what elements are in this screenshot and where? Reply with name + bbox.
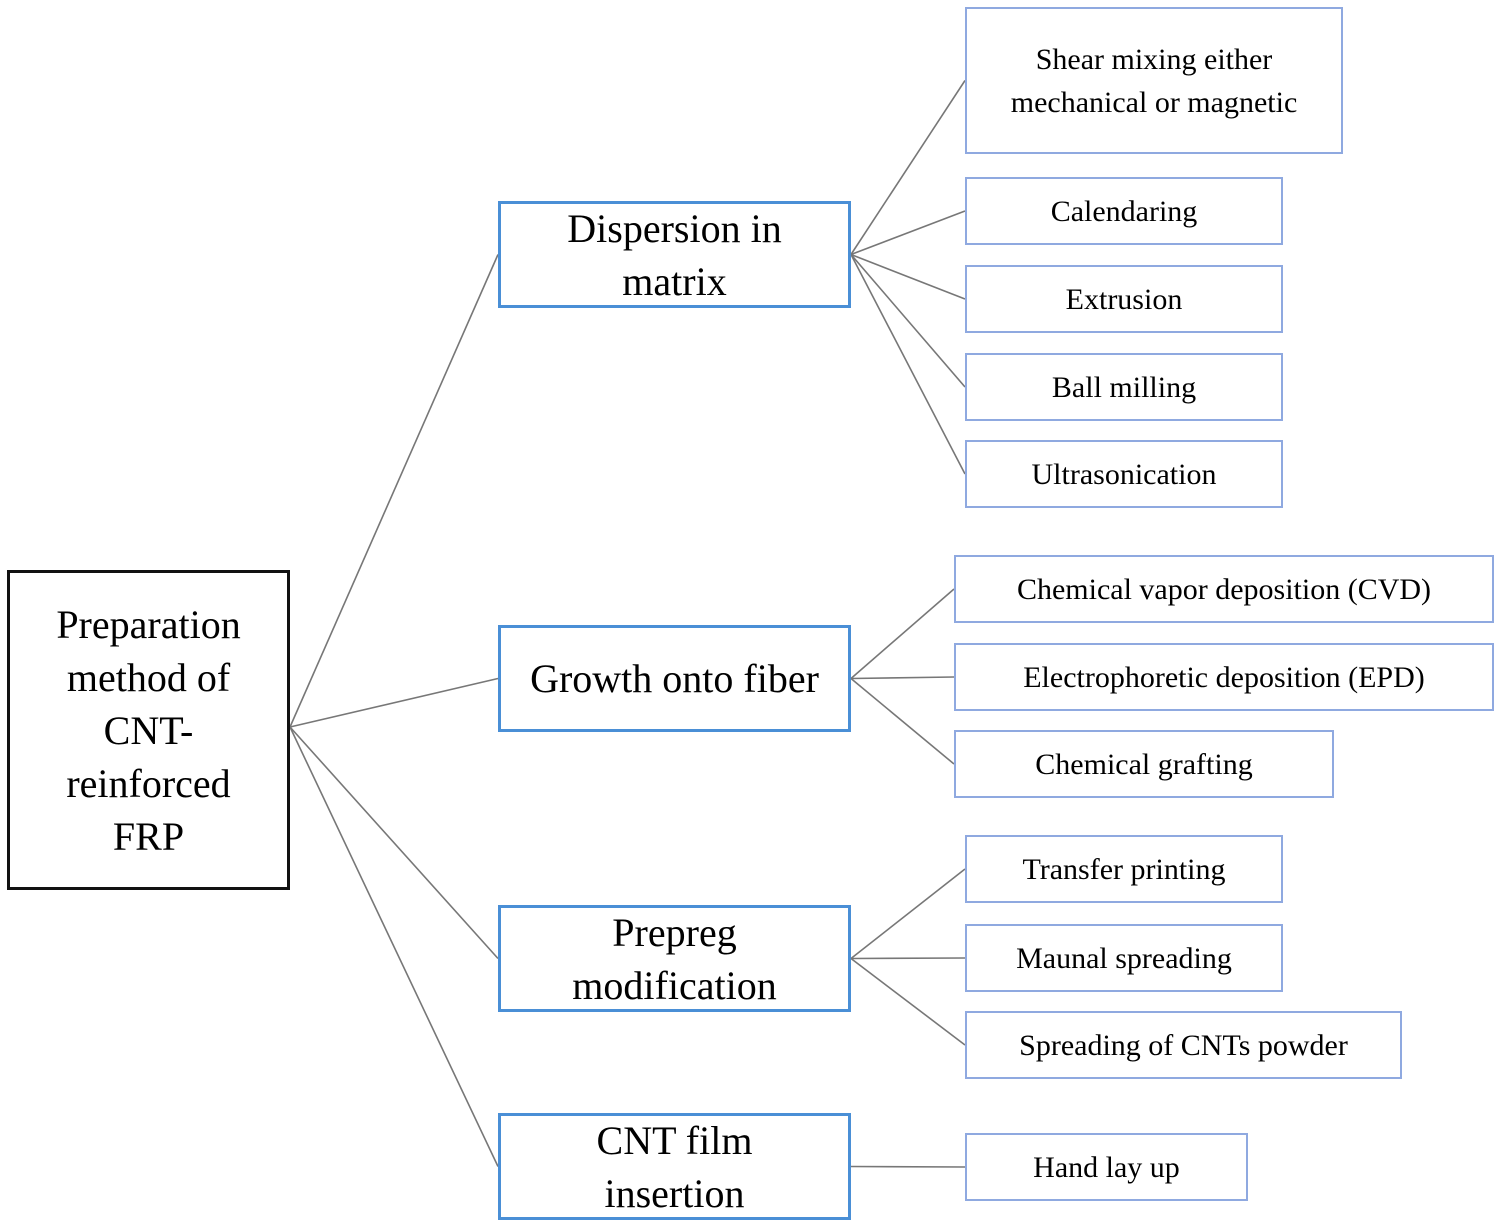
leaf-epd: Electrophoretic deposition (EPD) <box>954 643 1494 711</box>
leaf-label: Chemical vapor deposition (CVD) <box>1016 572 1432 606</box>
connector-category-to-leaf <box>850 254 966 475</box>
connector-root-to-category <box>289 726 499 960</box>
connector-category-to-leaf <box>850 677 955 765</box>
connector-category-to-leaf <box>850 1165 966 1168</box>
leaf-calendaring: Calendaring <box>965 177 1283 245</box>
category-label: CNT film insertion <box>596 1117 753 1216</box>
leaf-spreading-cnts-powder: Spreading of CNTs powder <box>965 1011 1402 1079</box>
category-label: Growth onto fiber <box>530 656 819 701</box>
connector-root-to-category <box>289 254 499 728</box>
category-growth-onto-fiber: Growth onto fiber <box>498 625 851 732</box>
connector-category-to-leaf <box>850 210 966 256</box>
connector-category-to-leaf <box>850 868 966 960</box>
leaf-extrusion: Extrusion <box>965 265 1283 333</box>
connector-root-to-category <box>289 726 499 1167</box>
leaf-shear-mixing: Shear mixing either mechanical or magnet… <box>965 7 1343 154</box>
leaf-manual-spreading: Maunal spreading <box>965 924 1283 992</box>
leaf-label: Shear mixing either mechanical or magnet… <box>1010 42 1298 119</box>
leaf-label: Hand lay up <box>1033 1150 1180 1184</box>
connector-root-to-category <box>289 677 499 728</box>
leaf-label: Transfer printing <box>1022 852 1226 886</box>
leaf-label: Chemical grafting <box>1035 747 1253 781</box>
leaf-ball-milling: Ball milling <box>965 353 1283 421</box>
leaf-ultrasonication: Ultrasonication <box>965 440 1283 508</box>
leaf-label: Maunal spreading <box>1016 941 1232 975</box>
leaf-label: Calendaring <box>1050 194 1198 228</box>
leaf-hand-lay-up: Hand lay up <box>965 1133 1248 1201</box>
category-dispersion-in-matrix: Dispersion in matrix <box>498 201 851 308</box>
connector-category-to-leaf <box>850 253 966 300</box>
connector-category-to-leaf <box>850 957 966 1046</box>
connector-category-to-leaf <box>850 957 966 960</box>
leaf-label: Ball milling <box>1051 370 1197 404</box>
root-node: Preparation method of CNT- reinforced FR… <box>7 570 290 890</box>
leaf-label: Ultrasonication <box>1031 457 1217 491</box>
category-label: Dispersion in matrix <box>567 205 782 304</box>
connector-category-to-leaf <box>850 588 955 680</box>
category-label: Prepreg modification <box>572 909 777 1008</box>
category-cnt-film-insertion: CNT film insertion <box>498 1113 851 1220</box>
leaf-cvd: Chemical vapor deposition (CVD) <box>954 555 1494 623</box>
leaf-chemical-grafting: Chemical grafting <box>954 730 1334 798</box>
connector-category-to-leaf <box>850 253 966 388</box>
connector-category-to-leaf <box>850 676 955 680</box>
root-label: Preparation method of CNT- reinforced FR… <box>56 601 241 859</box>
connector-category-to-leaf <box>850 80 966 255</box>
leaf-label: Extrusion <box>1065 282 1183 316</box>
leaf-label: Spreading of CNTs powder <box>1019 1028 1348 1062</box>
leaf-transfer-printing: Transfer printing <box>965 835 1283 903</box>
category-prepreg-modification: Prepreg modification <box>498 905 851 1012</box>
leaf-label: Electrophoretic deposition (EPD) <box>1023 660 1425 694</box>
